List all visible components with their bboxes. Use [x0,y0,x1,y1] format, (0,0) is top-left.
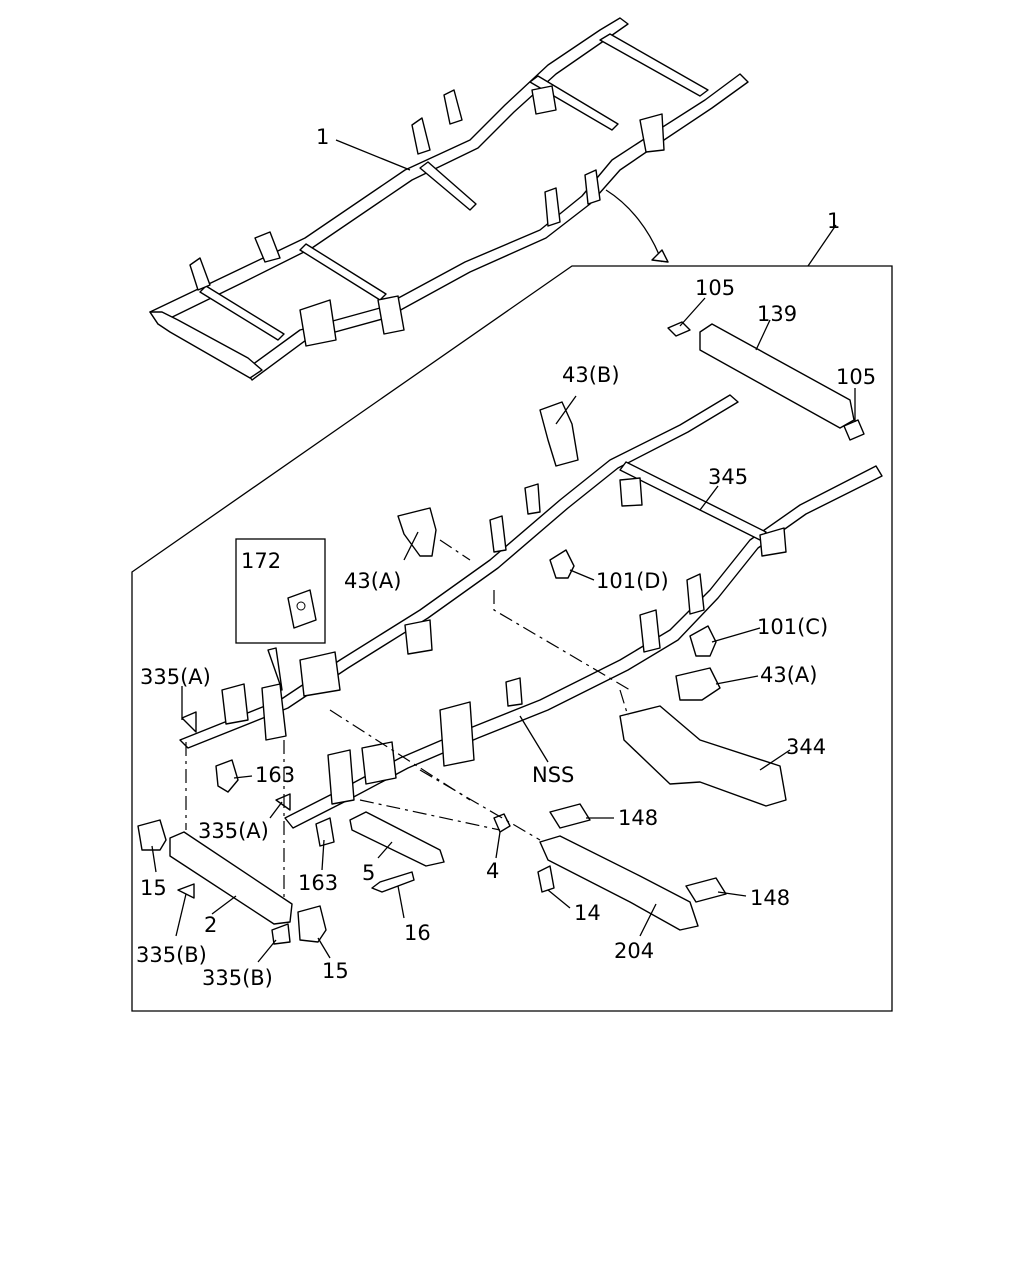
label-335b-mid: 335(B) [202,966,273,990]
part-105-clip-b [843,419,865,441]
label-101c: 101(C) [757,615,828,639]
part-335a-clip-mid [275,793,291,811]
part-344-crossmember [619,705,787,807]
part-16-bolt [371,871,415,893]
part-14-bolt [537,865,555,893]
part-101d-bracket [549,549,575,579]
part-15-mount-b [297,905,327,943]
label-335a-mid: 335(A) [198,819,269,843]
label-15-b: 15 [322,959,349,983]
part-172-inset-box [235,538,326,644]
part-148-bracket-a [549,803,591,829]
label-nss: NSS [532,763,574,787]
part-139-crossmember [699,323,855,429]
label-105-a: 105 [695,276,735,300]
assembled-frame-overview [149,17,749,381]
label-15-a: 15 [140,876,167,900]
label-16: 16 [404,921,431,945]
label-frame-detail: 1 [827,209,840,233]
part-148-bracket-b [685,877,727,903]
label-148-a: 148 [618,806,658,830]
part-43a-bracket-left [397,507,437,557]
label-139: 139 [757,302,797,326]
part-43b-bracket [539,401,579,467]
part-15-mount-a [137,819,167,851]
part-4-nut [493,813,511,833]
detail-pointer-arrow [605,189,663,263]
label-163-a: 163 [255,763,295,787]
label-frame-top: 1 [316,125,329,149]
label-14: 14 [574,901,601,925]
label-4: 4 [486,859,499,883]
inset-pointer [267,647,283,691]
part-43a-bracket-right [675,667,721,701]
label-335a-top: 335(A) [140,665,211,689]
label-43b: 43(B) [562,363,620,387]
part-163-hook-a [215,759,239,793]
part-101c-bracket [689,625,717,657]
part-335b-clip-mid [271,923,291,945]
part-163-hook-b [315,817,335,847]
part-335a-clip-top [181,711,197,733]
label-43a-left: 43(A) [344,569,401,593]
label-335b-left: 335(B) [136,943,207,967]
label-172: 172 [241,549,281,573]
label-5: 5 [362,861,375,885]
part-172-plate [287,589,317,629]
label-105-b: 105 [836,365,876,389]
part-105-clip-a [667,321,691,337]
part-2-front-crossmember [169,831,293,925]
label-345: 345 [708,465,748,489]
detail-frame-outline [131,265,893,1012]
part-5-plate [349,811,445,867]
label-163-b: 163 [298,871,338,895]
label-204: 204 [614,939,654,963]
label-43a-right: 43(A) [760,663,817,687]
label-344: 344 [786,735,826,759]
label-101d: 101(D) [596,569,669,593]
label-2: 2 [204,913,217,937]
part-204-skid-plate [539,835,699,931]
label-148-b: 148 [750,886,790,910]
